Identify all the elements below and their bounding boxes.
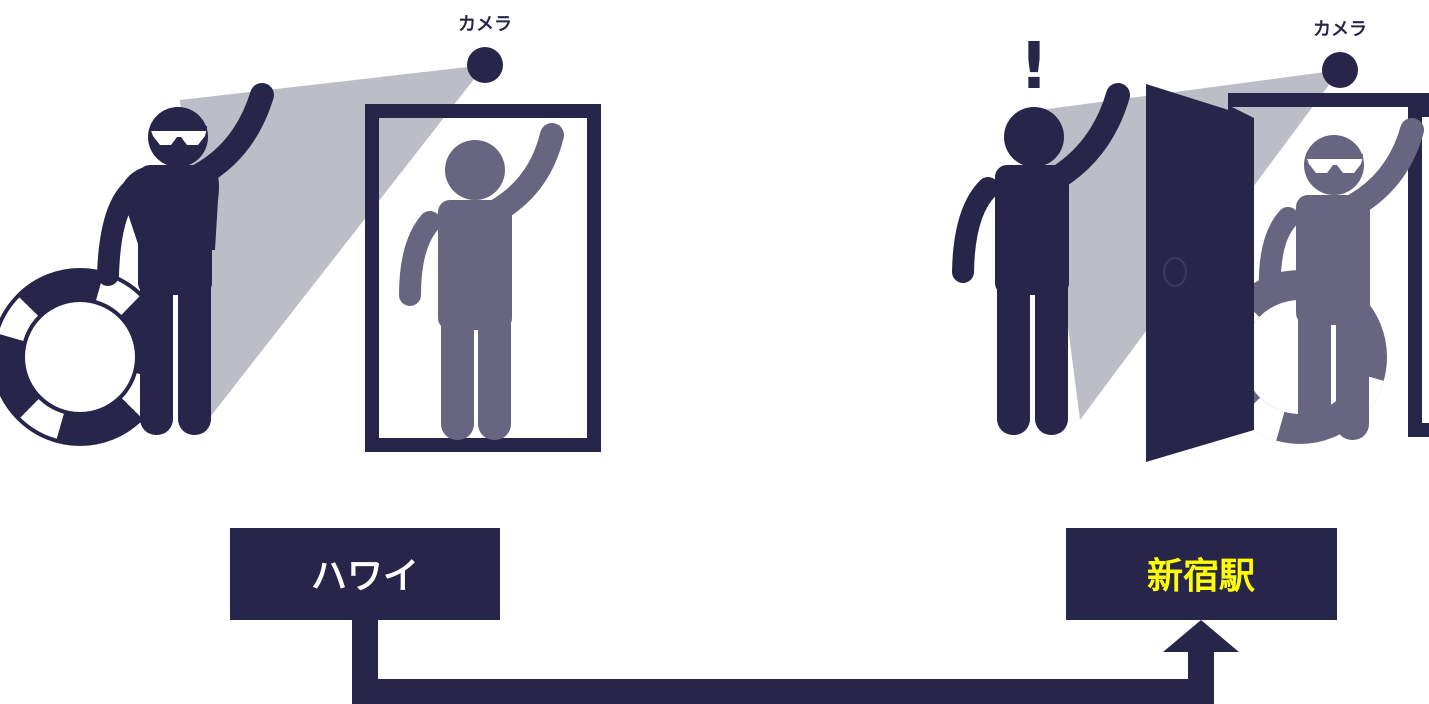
person-icon (410, 135, 552, 440)
camera-label-left: カメラ (458, 14, 512, 35)
arrow-icon (1163, 620, 1239, 652)
door-icon (1146, 84, 1254, 462)
location-label-right: 新宿駅 (1147, 556, 1255, 597)
connector-line (365, 620, 1201, 692)
camera-icon-right (1322, 52, 1358, 88)
location-label-left: ハワイ (311, 556, 419, 597)
alert-mark: ! (1019, 30, 1048, 104)
camera-icon (467, 47, 503, 83)
camera-label-right: カメラ (1313, 19, 1367, 40)
